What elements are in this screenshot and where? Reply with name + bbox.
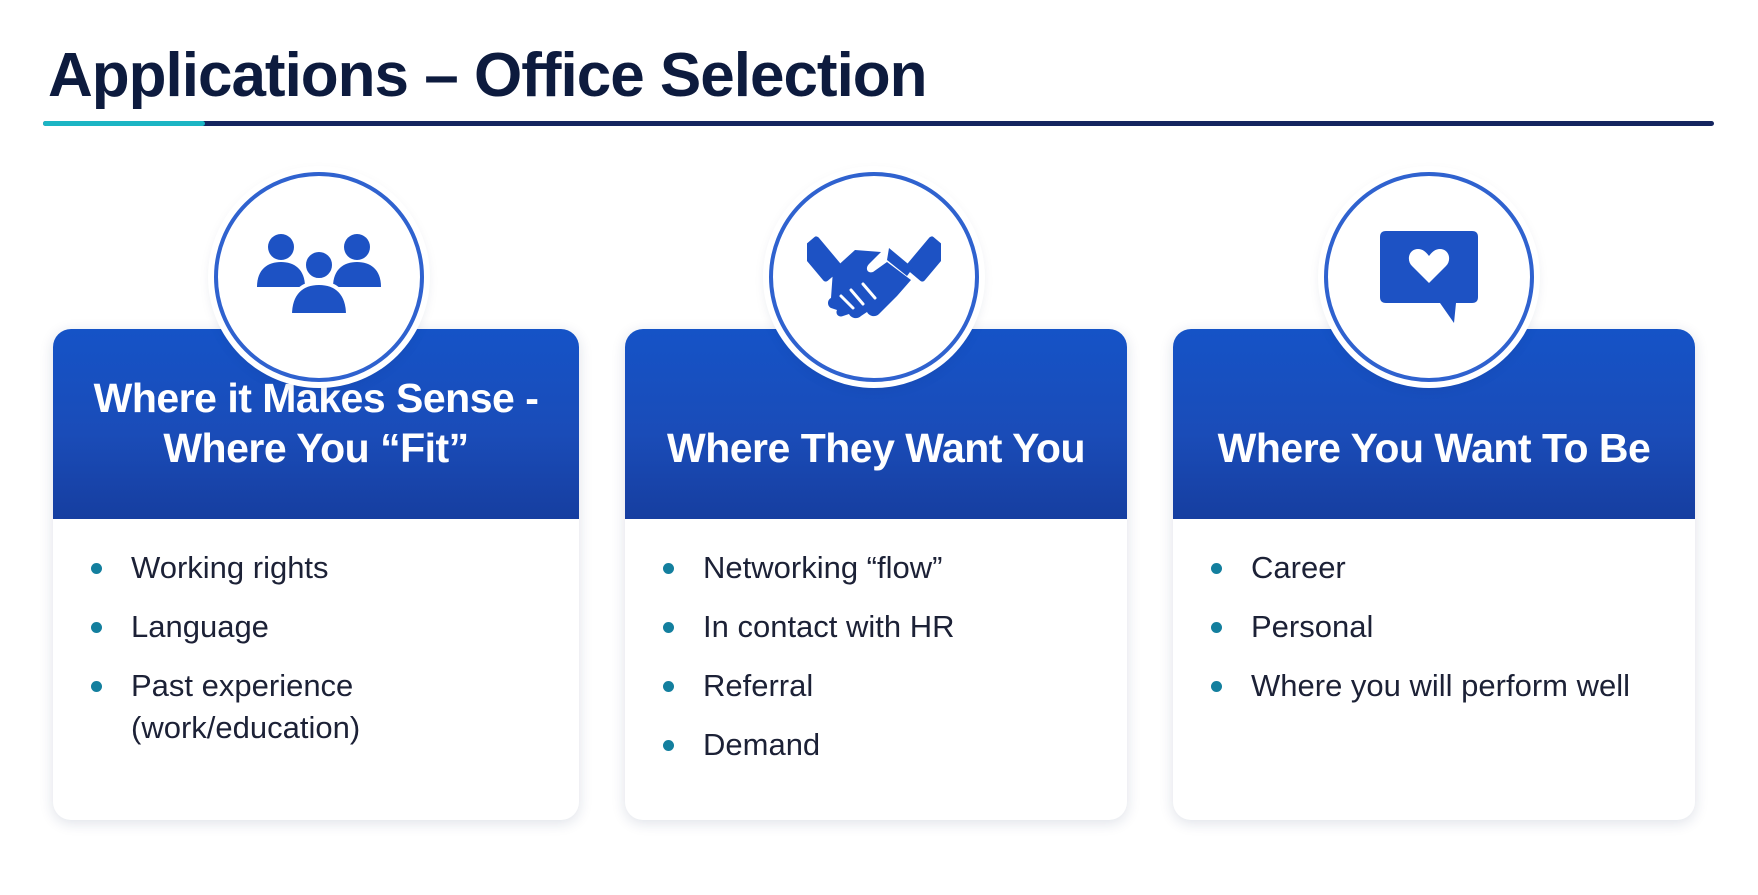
list-item: Where you will perform well [1211,665,1630,707]
bullet-icon [91,563,102,574]
bullet-icon [663,740,674,751]
title-divider [43,121,1714,126]
bullet-icon [1211,681,1222,692]
heart-speech-badge [1324,172,1534,382]
card-title: Where They Want You [667,425,1086,471]
bullet-icon [91,681,102,692]
list-item: In contact with HR [663,606,955,648]
card-title: Where it Makes Sense - Where You “Fit” [93,375,539,471]
list-item: Referral [663,665,955,707]
bullet-icon [1211,563,1222,574]
card-bullet-list: Networking “flow” In contact with HR Ref… [663,547,955,783]
bullet-icon [663,622,674,633]
people-group-icon [257,234,381,317]
list-item: Working rights [91,547,360,589]
list-item: Past experience(work/education) [91,665,360,749]
card-title: Where You Want To Be [1217,425,1651,471]
bullet-icon [663,681,674,692]
card-where-it-makes-sense: Where it Makes Sense - Where You “Fit” W… [53,329,579,820]
bullet-icon [1211,622,1222,633]
card-where-you-want-to-be: Where You Want To Be Career Personal Whe… [1173,329,1695,820]
bullet-icon [663,563,674,574]
bullet-icon [91,622,102,633]
list-item: Personal [1211,606,1630,648]
list-item: Demand [663,724,955,766]
people-group-badge [214,172,424,382]
list-item: Networking “flow” [663,547,955,589]
title-divider-accent [43,121,205,126]
card-bullet-list: Working rights Language Past experience(… [91,547,360,766]
card-bullet-list: Career Personal Where you will perform w… [1211,547,1630,724]
list-item: Language [91,606,360,648]
card-where-they-want-you: Where They Want You Networking “flow” In… [625,329,1127,820]
heart-speech-bubble-icon [1380,231,1478,323]
handshake-icon [807,236,941,319]
handshake-badge [769,172,979,382]
list-item: Career [1211,547,1630,589]
page-title: Applications – Office Selection [48,41,928,110]
